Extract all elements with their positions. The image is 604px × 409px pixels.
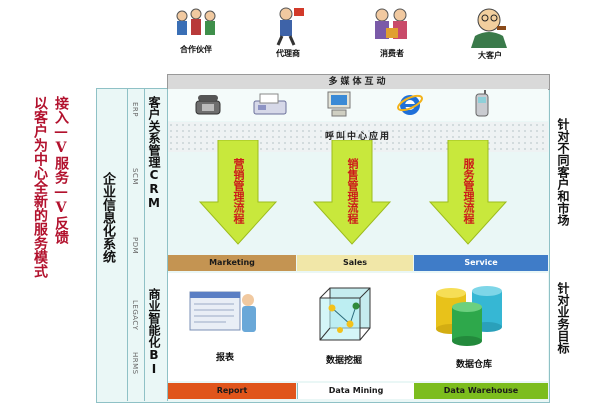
- agent-figure: 代理商: [258, 6, 318, 59]
- subsystem-hrms: HRMS: [131, 352, 139, 375]
- service-bar: Service: [414, 255, 548, 271]
- internet-explorer-icon: [397, 94, 423, 115]
- subsystem-column: [128, 89, 145, 401]
- report-bar: Report: [168, 383, 296, 399]
- partners-figure: 合作伙伴: [166, 6, 226, 55]
- consumers-label: 消费者: [380, 49, 404, 58]
- subsystem-scm: SCM: [131, 168, 139, 185]
- data-mining-cube-icon: [319, 287, 371, 341]
- data-mining-bar: Data Mining: [297, 383, 414, 399]
- right-target-markets-label: 针对不同客户和市场: [556, 118, 570, 226]
- key-account-figure: 大客户: [460, 6, 520, 61]
- service-process-label: 服务管理流程: [462, 158, 475, 224]
- slogan-customer-centric: 以客户为中心全新的服务模式: [32, 96, 48, 278]
- sales-bar: Sales: [297, 255, 413, 271]
- marketing-process-label: 营销管理流程: [232, 158, 245, 224]
- subsystem-legacy: LEGACY: [131, 300, 139, 331]
- subsystem-erp: ERP: [131, 102, 139, 118]
- service-process-arrow: [428, 140, 508, 245]
- marketing-process-arrow: [198, 140, 278, 245]
- mobile-phone-icon: [475, 90, 489, 117]
- partners-label: 合作伙伴: [180, 45, 212, 54]
- report-icon: [189, 291, 256, 332]
- data-warehouse-icon: [436, 286, 502, 346]
- data-warehouse-bar: Data Warehouse: [414, 383, 548, 399]
- sales-process-arrow: [312, 140, 392, 245]
- fax-icon: [253, 93, 287, 115]
- marketing-bar: Marketing: [168, 255, 296, 271]
- crm-label: 客户关系管理CRM: [147, 96, 161, 210]
- consumers-figure: 消费者: [362, 6, 422, 59]
- key-account-icon: [471, 8, 507, 48]
- data-mining-label: 数据挖掘: [326, 356, 363, 366]
- sales-process-label: 销售管理流程: [346, 158, 359, 224]
- enterprise-system-label: 企业信息化系统: [100, 172, 115, 263]
- computer-icon: [327, 91, 351, 117]
- agent-label: 代理商: [276, 49, 300, 58]
- bi-label: 商业智能化BI: [147, 288, 161, 376]
- device-row: [168, 89, 548, 121]
- report-label: 报表: [216, 353, 235, 363]
- crm-bi-column: [145, 89, 168, 401]
- enterprise-system-column: [97, 89, 128, 401]
- agent-icon: [276, 7, 304, 46]
- right-business-goals-label: 针对业务目标: [556, 282, 570, 354]
- slogan-access-service-feedback: 接入—V服务—V反馈: [53, 96, 69, 244]
- subsystem-pdm: PDM: [131, 237, 139, 255]
- data-warehouse-label: 数据仓库: [456, 360, 493, 370]
- key-account-label: 大客户: [478, 51, 502, 60]
- consumers-icon: [375, 8, 407, 39]
- partners-icon: [176, 8, 216, 35]
- telephone-icon: [195, 95, 221, 115]
- multimedia-header: 多媒体互动: [167, 74, 550, 90]
